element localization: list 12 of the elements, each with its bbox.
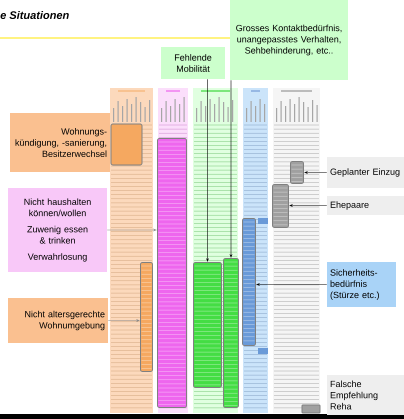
title: e Situationen	[0, 10, 69, 20]
label-box: Falsche Empfehlung Reha	[327, 375, 404, 415]
label-box: Geplanter Einzug	[327, 157, 404, 188]
label-box: Fehlende Mobilität	[161, 47, 225, 79]
highlight-box	[140, 262, 153, 372]
label-box: Sicherheits-bedürfnis (Stürze etc.)	[327, 262, 396, 307]
highlight-box	[290, 161, 304, 184]
label-box: Grosses Kontaktbedürfnis, unangepasstes Verhalten, Sehbehinderung, etc..	[230, 0, 348, 80]
label-box: Wohnungs-kündigung, -sanierung, Besitzerwechsel	[10, 113, 110, 172]
label-box: Nicht altersgerechte Wohnumgebung	[8, 298, 108, 343]
label-box: Ehepaare	[327, 196, 404, 215]
label-box: Nicht haushalten können/wollen Zuwenig essen & trinken Verwahrlosung	[8, 188, 107, 272]
